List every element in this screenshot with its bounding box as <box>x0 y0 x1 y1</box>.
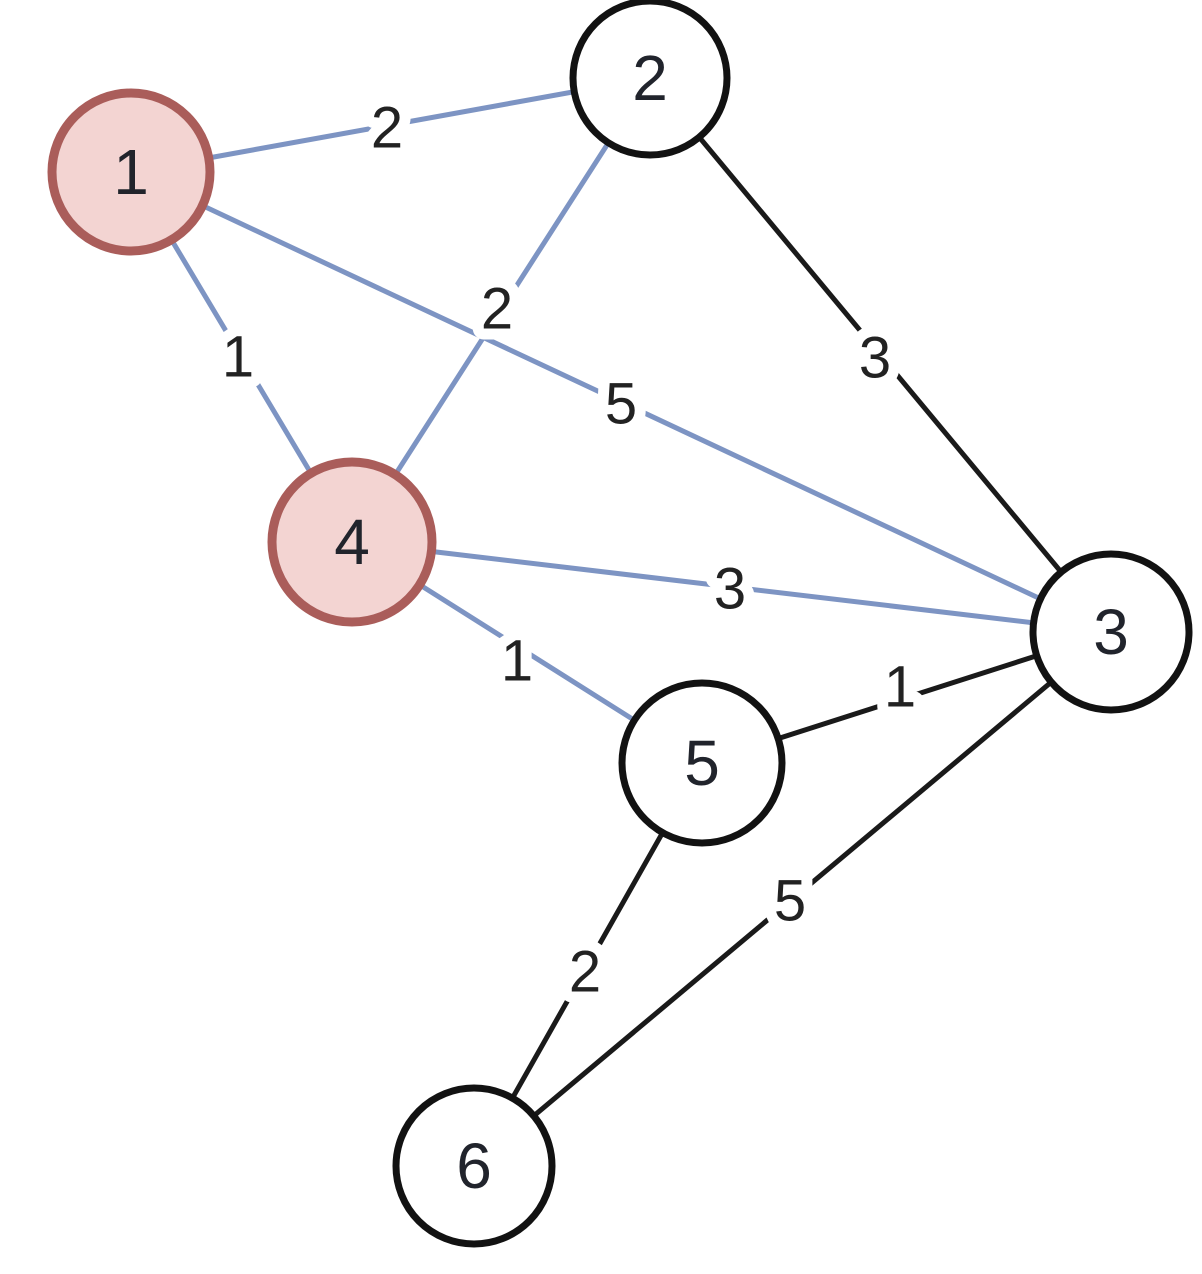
node-2[interactable]: 2 <box>569 0 731 159</box>
edge-weight-2-4: 2 <box>481 277 513 342</box>
node-circle-6[interactable] <box>392 1084 556 1248</box>
edge-2-3[interactable] <box>647 75 1114 635</box>
edge-1-3[interactable] <box>128 169 1114 635</box>
node-circle-3[interactable] <box>1029 550 1193 714</box>
edge-4-3[interactable] <box>349 539 1114 635</box>
edge-6-3[interactable] <box>471 629 1114 1169</box>
edge-1-2[interactable] <box>128 75 653 175</box>
nodes-layer: 1 2 3 4 5 6 <box>47 0 1193 1248</box>
node-4[interactable]: 4 <box>267 457 437 627</box>
edges-layer <box>128 75 1114 1169</box>
node-3[interactable]: 3 <box>1029 550 1193 714</box>
node-6[interactable]: 6 <box>392 1084 556 1248</box>
edge-weight-5-6: 2 <box>569 940 601 1005</box>
edge-weight-4-3: 3 <box>714 557 746 622</box>
node-label-4: 4 <box>334 506 370 578</box>
edge-weight-1-3: 5 <box>605 372 637 437</box>
edge-weight-2-3: 3 <box>859 326 891 391</box>
node-circle-2[interactable] <box>569 0 731 159</box>
edge-weight-4-5: 1 <box>501 629 533 694</box>
node-circle-4[interactable] <box>267 457 437 627</box>
node-1[interactable]: 1 <box>47 88 215 256</box>
node-label-2: 2 <box>632 42 668 114</box>
node-label-6: 6 <box>456 1130 492 1202</box>
edge-weight-1-4: 1 <box>222 325 254 390</box>
edge-weight-6-3: 5 <box>774 869 806 934</box>
node-label-5: 5 <box>684 727 720 799</box>
node-5[interactable]: 5 <box>618 679 786 847</box>
node-circle-5[interactable] <box>618 679 786 847</box>
node-label-1: 1 <box>113 136 149 208</box>
edge-weight-5-3: 1 <box>884 655 916 720</box>
edge-weight-1-2: 2 <box>371 96 403 161</box>
node-circle-1[interactable] <box>47 88 215 256</box>
edge-2-4[interactable] <box>349 75 653 545</box>
node-label-3: 3 <box>1093 596 1129 668</box>
